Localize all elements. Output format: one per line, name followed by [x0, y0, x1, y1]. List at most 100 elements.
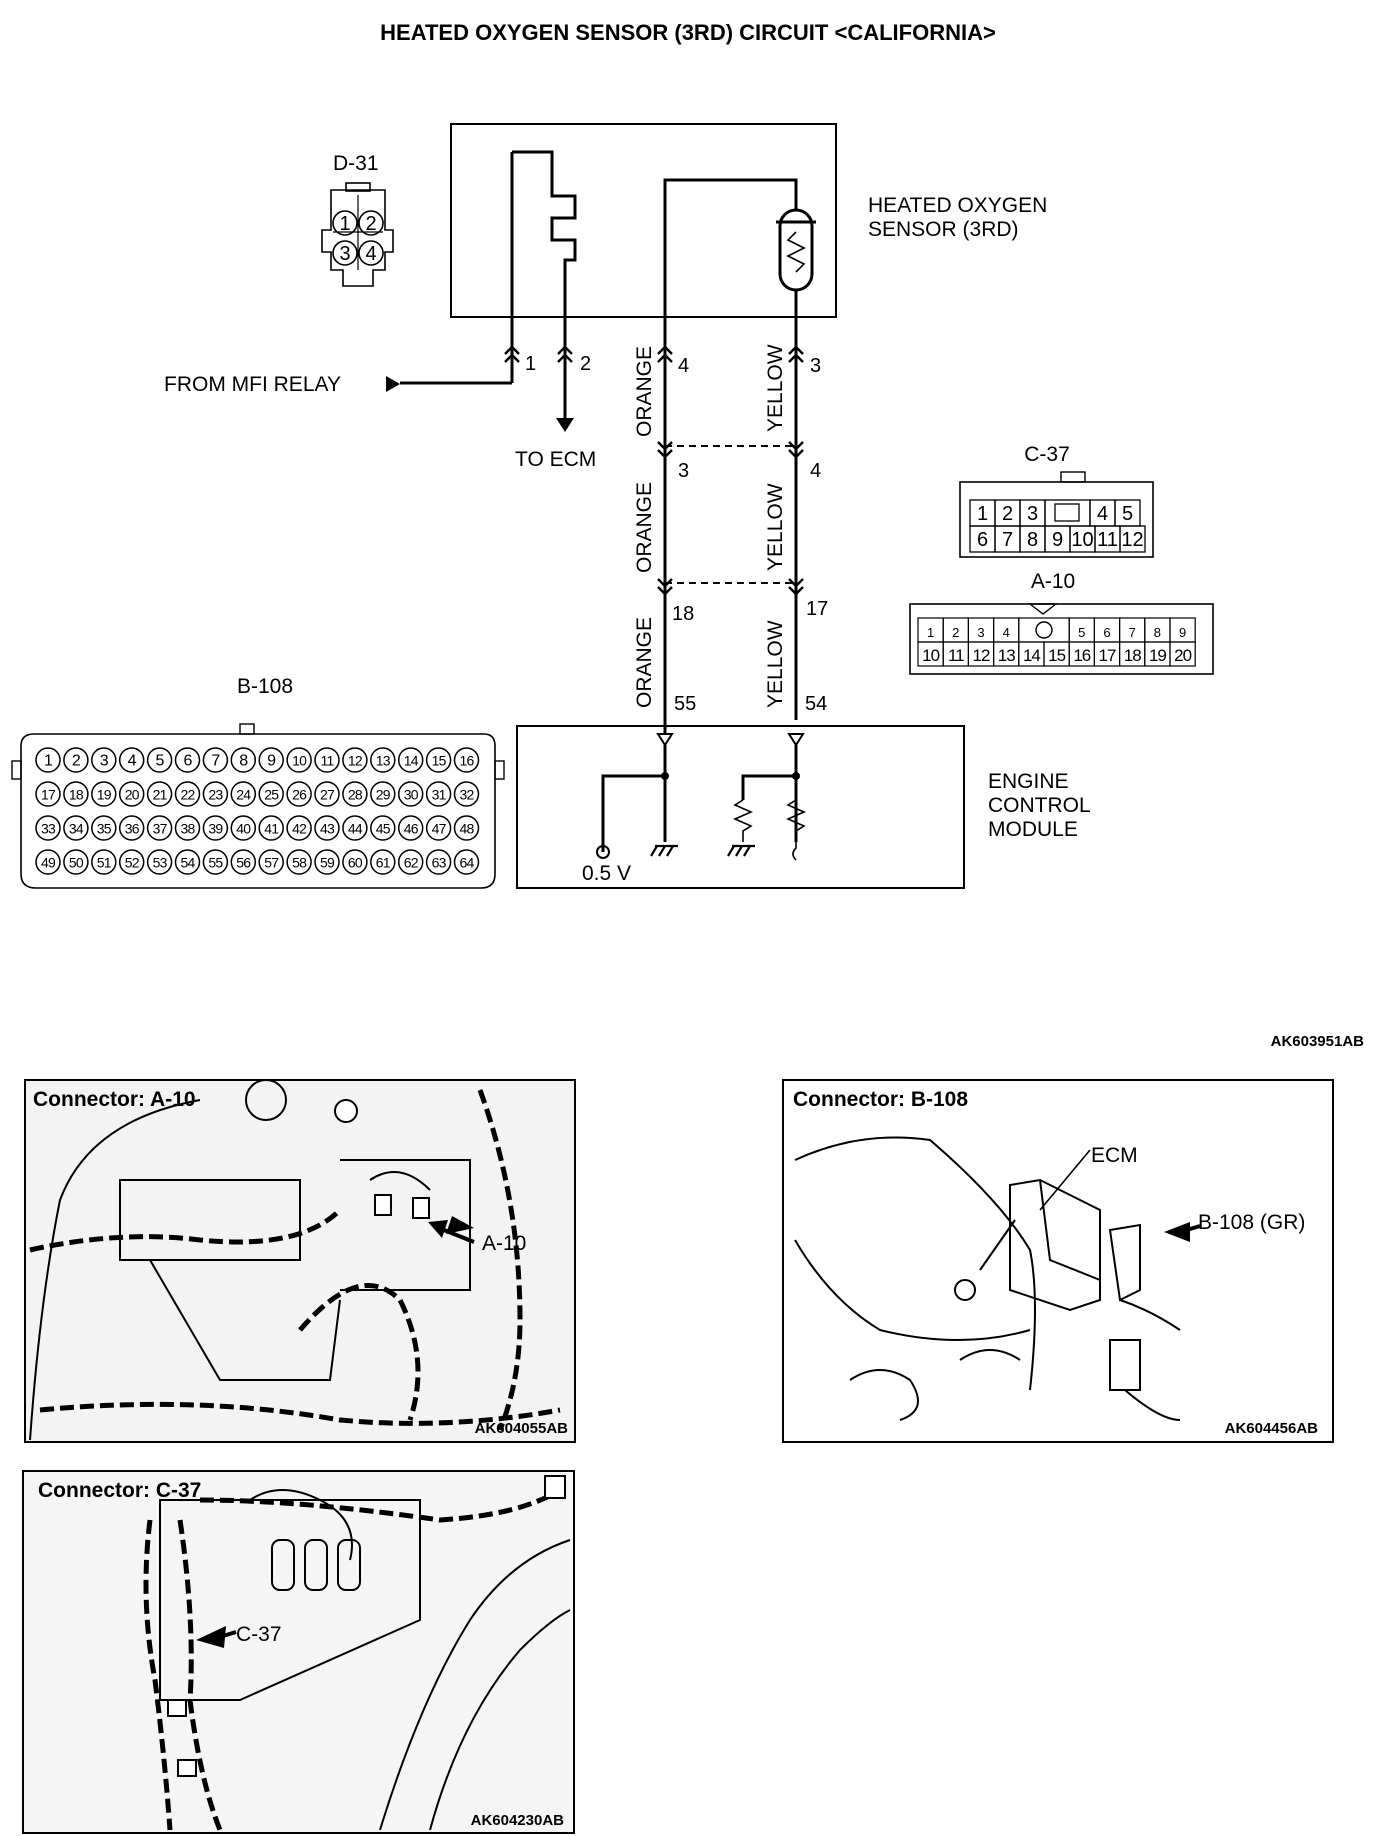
b108-pin: 17 [41, 787, 56, 803]
figure-code: AK603951AB [1271, 1033, 1365, 1050]
b108-pin: 4 [128, 753, 137, 770]
b108-pin: 23 [208, 787, 223, 803]
a10-pin: 8 [1154, 625, 1161, 640]
photo-b108-caption: Connector: B-108 [793, 1088, 968, 1111]
b108-pin: 62 [404, 855, 419, 871]
d31-connector [321, 182, 394, 287]
wire-color-orange-3: ORANGE [633, 617, 656, 708]
b108-pin: 64 [460, 855, 475, 871]
a10-pin: 12 [973, 646, 990, 665]
b108-pin: 16 [460, 753, 475, 769]
a10-pin: 6 [1103, 625, 1110, 640]
b108-pin: 24 [236, 787, 251, 803]
b108-pin: 14 [404, 753, 419, 769]
b108-pin: 28 [348, 787, 363, 803]
b108-pin: 43 [320, 821, 335, 837]
b108-pin: 37 [153, 821, 168, 837]
voltage-source-icon [596, 845, 610, 859]
b108-pin: 26 [292, 787, 307, 803]
b108-pin: 61 [376, 855, 391, 871]
a10-pin: 1 [927, 625, 934, 640]
c37-pin: 9 [1052, 529, 1063, 551]
c37-name: C-37 [1024, 443, 1070, 466]
b108-pin: 34 [69, 821, 84, 837]
wire-color-yellow-3: YELLOW [764, 620, 787, 708]
c37-pin: 1 [977, 503, 988, 525]
a10-pin: 14 [1023, 646, 1040, 665]
photo-b108-code: AK604456AB [1225, 1420, 1319, 1437]
d31-pin: 2 [365, 213, 376, 235]
from-mfi-relay-label: FROM MFI RELAY [164, 373, 341, 396]
a10-pin: 10 [922, 646, 939, 665]
b108-pin: 20 [125, 787, 140, 803]
a10-pin: 5 [1078, 625, 1085, 640]
b108-pin: 3 [100, 753, 109, 770]
b108-pin: 41 [264, 821, 279, 837]
to-ecm-label: TO ECM [515, 448, 596, 471]
b108-connector [11, 723, 505, 889]
ecm-name-line3: MODULE [988, 818, 1078, 841]
b108-pin: 22 [181, 787, 196, 803]
b108-pin: 47 [432, 821, 447, 837]
from-relay-arrow-icon [386, 376, 400, 392]
d31-pin: 1 [339, 213, 350, 235]
a10-pin: 17 [1099, 646, 1116, 665]
photo-c37-caption: Connector: C-37 [38, 1479, 201, 1502]
a10-name: A-10 [1031, 570, 1075, 593]
pin-label-yellow-a10: 17 [806, 598, 828, 620]
ecm-box [516, 725, 965, 889]
signal-end-icon [792, 842, 797, 861]
c37-pin: 11 [1097, 529, 1118, 551]
ecm-name-line2: CONTROL [988, 794, 1091, 817]
b108-pin: 42 [292, 821, 307, 837]
photo-a10 [24, 1079, 576, 1443]
pin-label-yellow-sensor: 3 [810, 355, 821, 377]
b108-pin: 56 [236, 855, 251, 871]
c37-pin: 2 [1002, 503, 1013, 525]
b108-pin: 30 [404, 787, 419, 803]
b108-pin: 35 [97, 821, 112, 837]
wire-color-orange-1: ORANGE [633, 346, 656, 437]
b108-pin: 8 [239, 753, 248, 770]
b108-pin: 10 [292, 753, 307, 769]
b108-pin: 32 [460, 787, 475, 803]
sensor-name-line2: SENSOR (3RD) [868, 218, 1019, 241]
photo-c37-code: AK604230AB [471, 1812, 565, 1829]
b108-pin: 57 [264, 855, 279, 871]
a10-pin: 16 [1073, 646, 1090, 665]
b108-pin: 18 [69, 787, 84, 803]
pin-label-orange-a10: 18 [672, 603, 694, 625]
heater-element [510, 150, 577, 352]
b108-name: B-108 [237, 675, 293, 698]
photo-c37 [22, 1470, 575, 1834]
b108-pin: 54 [181, 855, 196, 871]
b108-pin: 53 [153, 855, 168, 871]
d31-pin: 3 [339, 243, 350, 265]
a10-pin: 13 [998, 646, 1015, 665]
sensor-name-line1: HEATED OXYGEN [868, 194, 1047, 217]
arrow-down-icon [556, 418, 574, 432]
b108-pin: 38 [181, 821, 196, 837]
resistor-icon [786, 231, 806, 273]
b108-pin: 52 [125, 855, 140, 871]
b108-pin: 44 [348, 821, 363, 837]
pin-label-orange-sensor: 4 [678, 355, 689, 377]
b108-pin: 1 [44, 753, 53, 770]
c37-pin: 3 [1027, 503, 1038, 525]
a10-pin: 7 [1129, 625, 1136, 640]
photo-b108-callout: B-108 (GR) [1198, 1211, 1305, 1234]
connector-chevrons [504, 345, 804, 596]
a10-pin: 20 [1174, 646, 1191, 665]
a10-pin: 3 [977, 625, 984, 640]
b108-pin: 63 [432, 855, 447, 871]
b108-pin: 58 [292, 855, 307, 871]
c37-pin: 7 [1002, 529, 1013, 551]
b108-pin: 31 [432, 787, 447, 803]
b108-pin: 33 [41, 821, 56, 837]
b108-pin: 36 [125, 821, 140, 837]
sensor-box [450, 123, 837, 318]
pin-label-orange-c37: 3 [678, 460, 689, 482]
b108-pin: 45 [376, 821, 391, 837]
b108-pin: 2 [72, 753, 81, 770]
